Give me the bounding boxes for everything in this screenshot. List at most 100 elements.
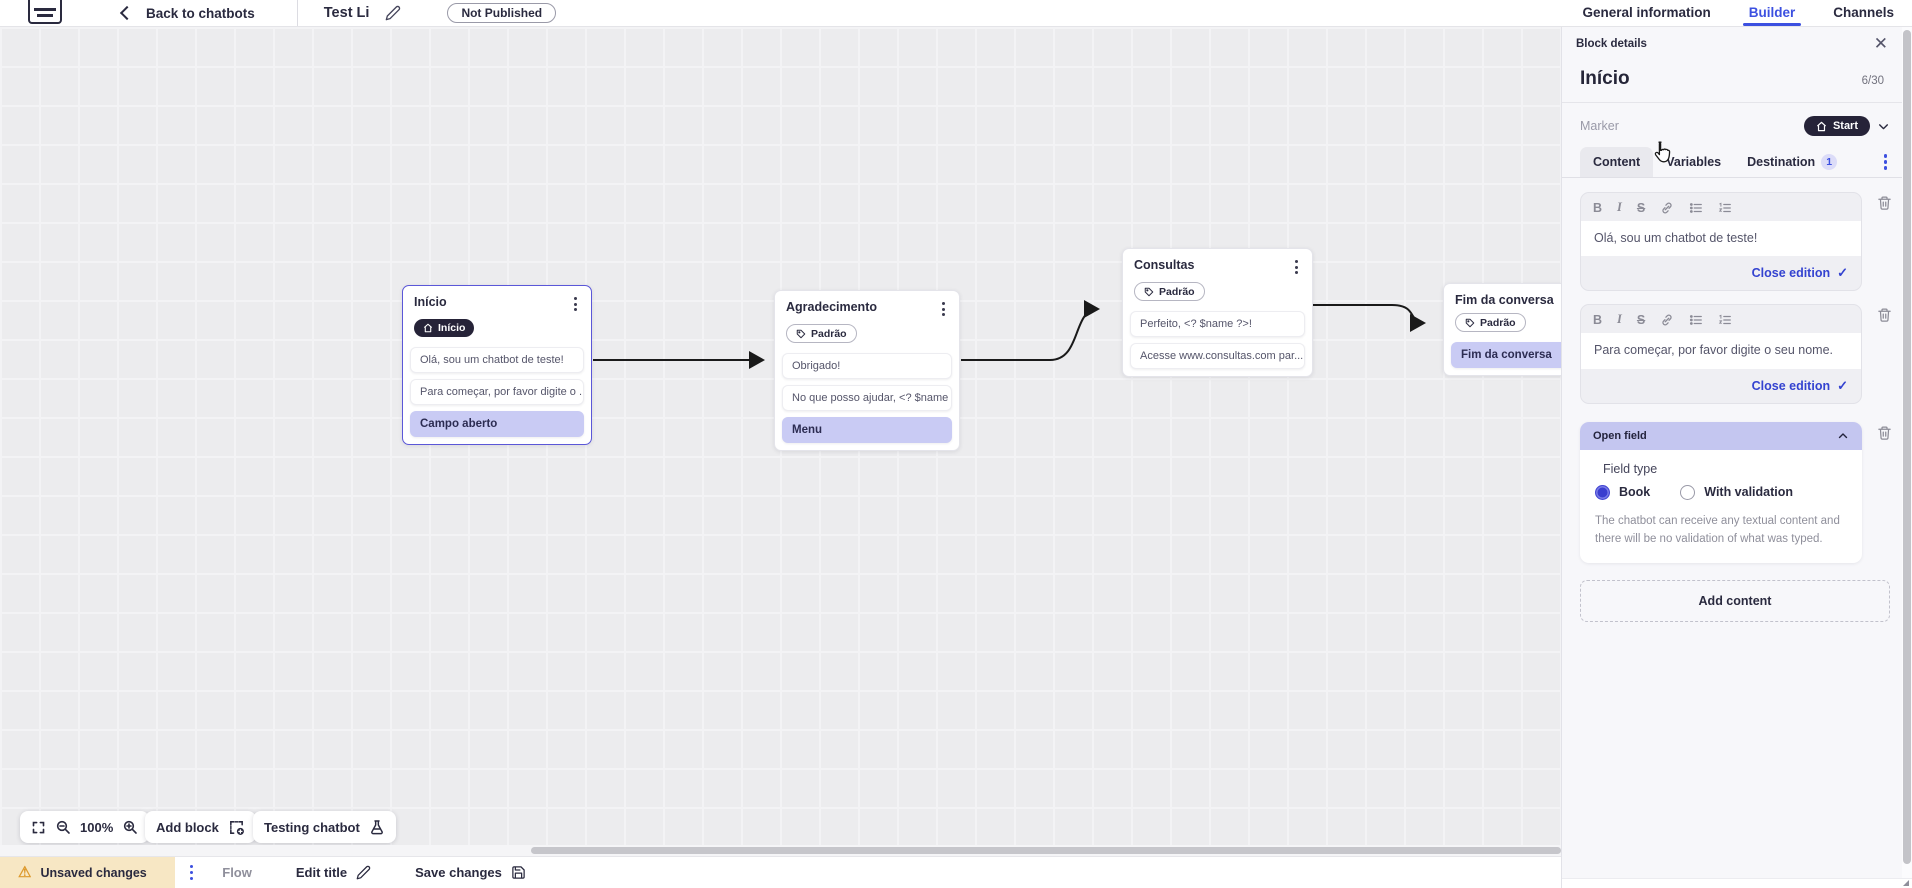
delete-content-icon[interactable] [1877, 195, 1892, 211]
block-details-panel: Block details ✕ Início 6/30 Marker Start [1561, 27, 1912, 888]
bullet-list-icon[interactable] [1689, 313, 1703, 327]
block-action-item[interactable]: Fim da conversa [1451, 341, 1561, 368]
block-name-value[interactable]: Início [1580, 68, 1630, 89]
tab-destination[interactable]: Destination 1 [1734, 147, 1850, 177]
flow-view-label[interactable]: Flow [222, 865, 252, 880]
flow-block-fim-da-conversa[interactable]: Fim da conversa Padrão Fim da conversa [1443, 283, 1561, 376]
edit-title-pencil-icon[interactable] [385, 5, 401, 21]
block-message-item[interactable]: Perfeito, <? $name ?>! [1130, 310, 1305, 337]
testing-chatbot-button[interactable]: Testing chatbot [253, 811, 396, 843]
block-action-item[interactable]: Menu [782, 416, 952, 443]
radio-selected-icon[interactable] [1595, 484, 1610, 500]
block-menu-icon[interactable] [1292, 258, 1301, 276]
radio-unselected-icon[interactable] [1680, 484, 1696, 500]
tab-destination-label: Destination [1747, 155, 1816, 169]
topbar-divider [296, 0, 298, 26]
tag-icon [796, 329, 806, 338]
open-field-card: Open field Field type Book [1580, 421, 1862, 564]
numbered-list-icon[interactable] [1718, 201, 1732, 215]
panel-body: B I S Olá, sou um chatbot de teste! Clos… [1562, 178, 1902, 623]
tab-variables[interactable]: Variables [1666, 155, 1722, 169]
add-block-button[interactable]: Add block [145, 811, 256, 843]
canvas-hscrollbar-thumb[interactable] [530, 847, 1561, 854]
block-menu-icon[interactable] [571, 295, 580, 313]
chevron-down-icon[interactable] [1877, 120, 1890, 133]
block-message-item[interactable]: No que posso ajudar, <? $name ... [782, 384, 952, 411]
save-icon [512, 866, 525, 879]
zoom-in-icon[interactable] [122, 819, 138, 835]
panel-scroll-area: Block details ✕ Início 6/30 Marker Start [1562, 27, 1912, 878]
canvas-hscrollbar-track[interactable] [0, 845, 1561, 856]
back-chevron-icon[interactable] [119, 5, 135, 21]
block-menu-icon[interactable] [939, 300, 948, 318]
radio-label: Book [1619, 485, 1651, 500]
zoom-out-icon[interactable] [55, 819, 71, 835]
add-content-button[interactable]: Add content [1580, 580, 1890, 623]
marker-start-button[interactable]: Start [1803, 116, 1870, 136]
zoom-level: 100% [80, 819, 114, 835]
field-type-label: Field type [1603, 461, 1658, 476]
block-items: Perfeito, <? $name ?>! Acesse www.consul… [1130, 310, 1305, 369]
content-editor: B I S Para começar, por favor digite o s… [1580, 304, 1898, 404]
chevron-up-icon[interactable] [1837, 430, 1849, 442]
panel-vscrollbar-track[interactable] [1902, 27, 1912, 878]
badge-label: Padrão [1480, 316, 1516, 329]
fullscreen-icon[interactable] [31, 820, 46, 835]
badge-label: Padrão [1159, 285, 1195, 298]
close-icon[interactable]: ✕ [1873, 34, 1888, 53]
flow-canvas[interactable]: Início Início Olá, sou um chatbot de tes… [0, 27, 1561, 856]
resize-grip-icon[interactable] [1903, 880, 1909, 886]
numbered-list-icon[interactable] [1718, 313, 1732, 327]
bold-icon[interactable]: B [1593, 312, 1603, 327]
back-to-chatbots-link[interactable]: Back to chatbots [146, 5, 255, 21]
editor-toolbar: B I S [1581, 305, 1861, 333]
message-text-input[interactable]: Olá, sou um chatbot de teste! [1581, 221, 1861, 257]
editor-card: B I S Para começar, por favor digite o s… [1580, 304, 1862, 404]
italic-icon[interactable]: I [1617, 200, 1622, 214]
bold-icon[interactable]: B [1593, 200, 1603, 215]
bottombar: ⚠ Unsaved changes Flow Edit title Save c… [0, 856, 1561, 888]
delete-content-icon[interactable] [1877, 425, 1892, 441]
panel-header: Block details ✕ [1562, 27, 1902, 58]
block-action-item[interactable]: Campo aberto [410, 411, 584, 437]
tab-builder[interactable]: Builder [1742, 0, 1801, 26]
add-block-label: Add block [156, 819, 219, 835]
char-counter: 6/30 [1861, 75, 1884, 87]
pencil-icon [356, 865, 371, 880]
close-edition-button[interactable]: Close edition ✓ [1581, 369, 1861, 403]
radio-option-book[interactable]: Book [1595, 484, 1651, 500]
panel-vscrollbar-thumb[interactable] [1903, 30, 1911, 864]
block-message-item[interactable]: Acesse www.consultas.com par... [1130, 342, 1305, 369]
tab-content[interactable]: Content [1580, 147, 1654, 177]
delete-content-icon[interactable] [1877, 307, 1892, 323]
tab-general-information[interactable]: General information [1582, 4, 1711, 20]
block-marker-badge: Padrão [1134, 282, 1205, 301]
link-icon[interactable] [1660, 313, 1674, 327]
edit-title-button[interactable]: Edit title [296, 865, 371, 880]
message-text-input[interactable]: Para começar, por favor digite o seu nom… [1581, 333, 1861, 369]
block-head: Fim da conversa [1451, 293, 1561, 307]
block-head: Consultas [1130, 258, 1305, 276]
flow-block-agradecimento[interactable]: Agradecimento Padrão Obrigado! No que po… [774, 290, 960, 451]
tab-channels[interactable]: Channels [1833, 4, 1894, 20]
save-changes-button[interactable]: Save changes [415, 865, 526, 880]
block-message-item[interactable]: Para começar, por favor digite o ... [410, 379, 584, 405]
italic-icon[interactable]: I [1617, 312, 1622, 327]
app-logo-icon [28, 0, 62, 24]
panel-menu-icon[interactable] [1881, 152, 1891, 172]
radio-option-with-validation[interactable]: With validation [1680, 484, 1793, 500]
strikethrough-icon[interactable]: S [1636, 312, 1646, 327]
bottombar-menu-icon[interactable] [187, 863, 197, 883]
flow-block-inicio[interactable]: Início Início Olá, sou um chatbot de tes… [402, 285, 592, 445]
block-head: Agradecimento [782, 300, 952, 318]
block-message-item[interactable]: Olá, sou um chatbot de teste! [410, 347, 584, 373]
block-marker-badge: Padrão [1455, 313, 1526, 332]
close-edition-button[interactable]: Close edition ✓ [1581, 256, 1861, 290]
link-icon[interactable] [1660, 201, 1674, 215]
bullet-list-icon[interactable] [1689, 201, 1703, 215]
strikethrough-icon[interactable]: S [1636, 200, 1646, 215]
flow-block-consultas[interactable]: Consultas Padrão Perfeito, <? $name ?>! … [1122, 248, 1313, 377]
block-message-item[interactable]: Obrigado! [782, 352, 952, 379]
open-field-header[interactable]: Open field [1580, 421, 1862, 450]
